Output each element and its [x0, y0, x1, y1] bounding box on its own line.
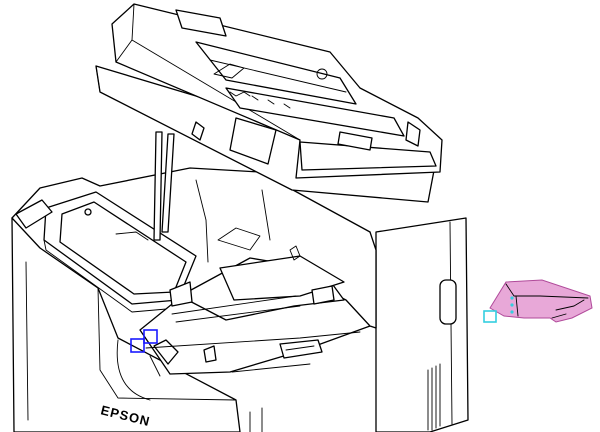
highlight-box-part: [483, 310, 497, 323]
highlight-box-upper: [143, 329, 158, 344]
printer-body: [11, 167, 469, 432]
removed-part-detail: [483, 279, 593, 323]
highlight-box-lower: [130, 338, 145, 353]
removed-part-shape: [489, 279, 593, 323]
callout-highlights: [130, 329, 158, 353]
scanner-unit-open: [95, 3, 443, 241]
power-button-icon: [84, 208, 92, 216]
inner-compartment: [115, 179, 377, 377]
vent-grille: [427, 363, 441, 431]
